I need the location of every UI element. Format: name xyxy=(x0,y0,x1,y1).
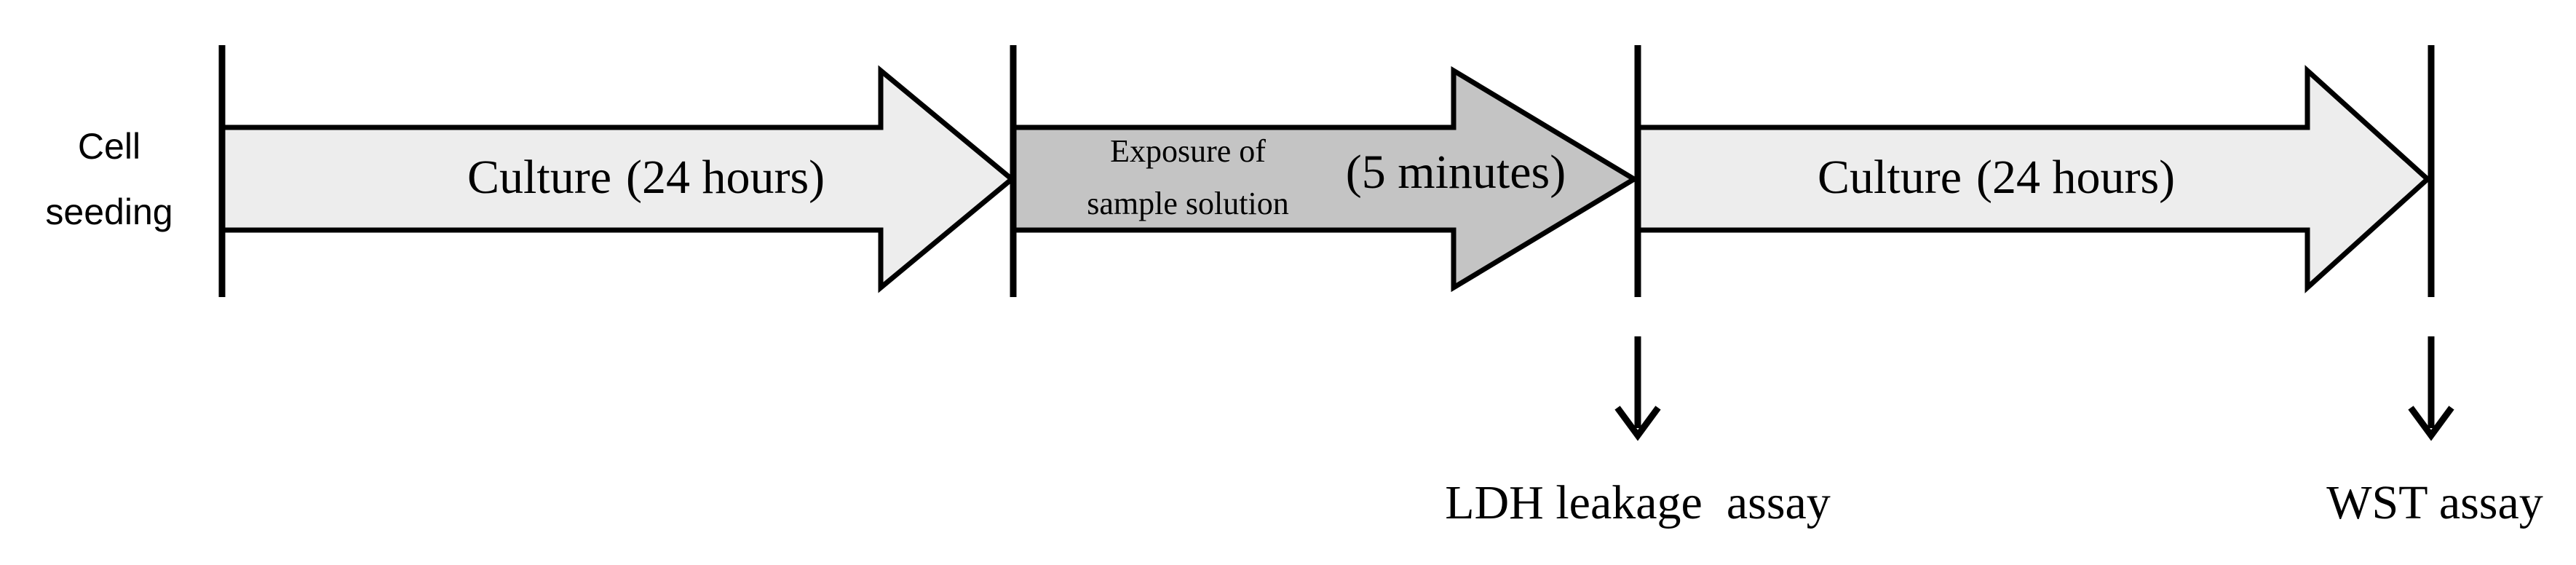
exposure-arrow xyxy=(1010,66,1639,293)
culture-arrow-1 xyxy=(219,65,1016,293)
wst-assay-label: WST assay xyxy=(2326,476,2543,529)
culture-arrow-2-duration: (24 hours) xyxy=(1976,151,2175,204)
down-arrow-icon-ldh xyxy=(1614,336,1661,441)
culture-arrow-2-label: Culture xyxy=(1818,151,1962,204)
ldh-assay-label: LDH leakage assay xyxy=(1445,476,1831,529)
culture-arrow-2 xyxy=(1635,65,2432,293)
culture-arrow-1-label: Culture xyxy=(467,151,611,204)
down-arrow-icon-wst xyxy=(2408,336,2454,441)
exposure-label-line1: Exposure of xyxy=(1110,133,1266,169)
cell-seeding-label-line2: seeding xyxy=(45,191,173,232)
culture-arrow-1-duration: (24 hours) xyxy=(626,151,825,204)
cell-seeding-label-line1: Cell xyxy=(78,126,140,167)
exposure-duration: (5 minutes) xyxy=(1346,146,1566,199)
exposure-label-line2: sample solution xyxy=(1087,186,1288,221)
